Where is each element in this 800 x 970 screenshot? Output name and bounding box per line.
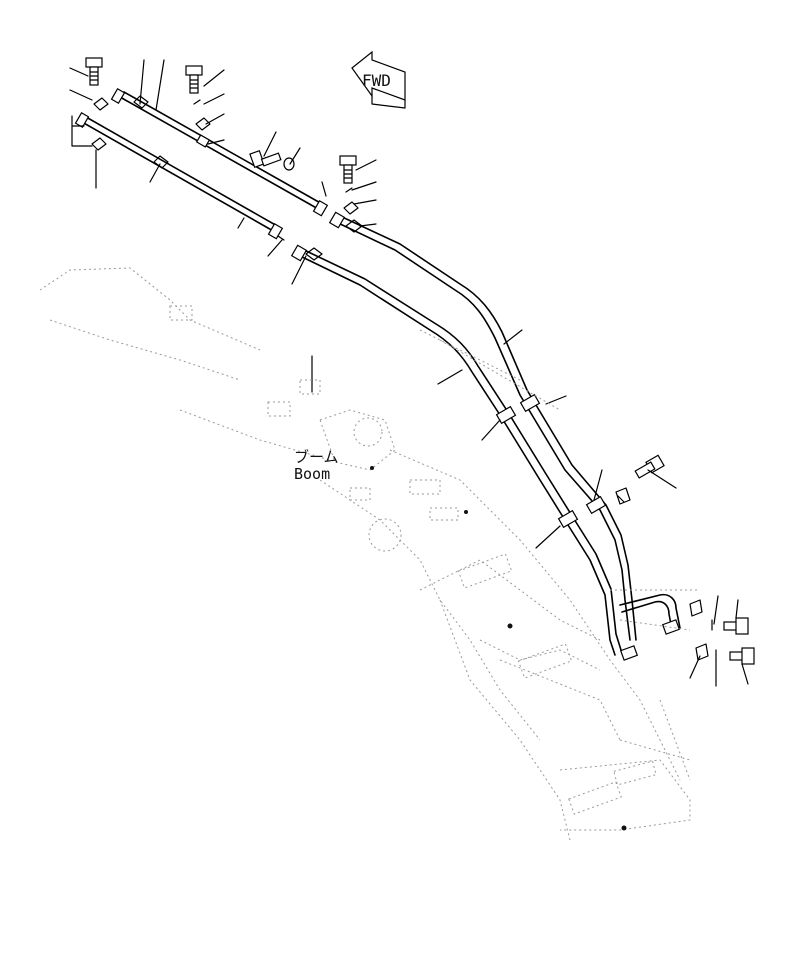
- forward-direction-badge: FWD: [351, 50, 406, 109]
- leader-lines: [69, 59, 749, 687]
- bolt-upper-left: [85, 57, 103, 86]
- clamp-boom-middle: [557, 495, 607, 529]
- tube-boom-inner: [297, 248, 622, 656]
- bolt-right-middle: [634, 454, 665, 479]
- bolt-right-lower-1: [723, 617, 749, 635]
- clamp-pieces-upper: [91, 97, 717, 661]
- boom-background-structure: [39, 267, 700, 841]
- bolt-upper-center: [185, 65, 203, 94]
- clamp-boom-upper: [495, 393, 541, 425]
- tube-upper-1: [110, 87, 329, 217]
- tube-boom-outer: [335, 215, 637, 641]
- bolt-horizontal-center: [249, 149, 295, 171]
- bolt-right-lower-2: [729, 647, 755, 665]
- tube-branch-right: [619, 593, 681, 631]
- fwd-label: FWD: [362, 71, 391, 90]
- bolt-upper-right: [339, 155, 357, 184]
- boom-label-japanese: ブーム: [294, 448, 339, 466]
- boom-label-english: Boom: [294, 465, 330, 483]
- background-markers: [370, 466, 627, 831]
- fitting-pipe-ends: [290, 211, 363, 262]
- tube-upper-2: [74, 111, 284, 240]
